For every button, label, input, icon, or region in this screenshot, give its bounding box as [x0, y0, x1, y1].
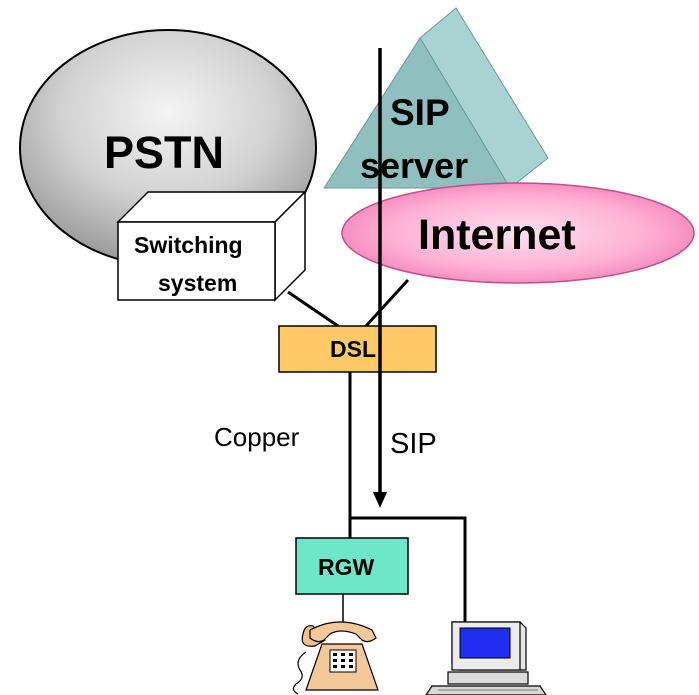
sip-label: SIP	[390, 428, 437, 460]
switching-to-dsl-line	[287, 290, 339, 328]
sip-server-label-line1: SIP	[390, 92, 450, 133]
internet-cloud	[341, 182, 695, 284]
copper-label: Copper	[214, 422, 300, 452]
switching-system-label-line1: Switching	[134, 232, 243, 258]
internet-label: Internet	[418, 211, 576, 259]
pstn-label: PSTN	[104, 127, 225, 178]
dsl-label: DSL	[330, 336, 376, 362]
telephone-icon	[292, 621, 379, 695]
dsl-box	[278, 325, 437, 373]
internet-to-dsl-line	[364, 278, 410, 328]
sip-server-pyramid	[323, 7, 549, 189]
connection-lines	[287, 278, 467, 628]
sip-server-label-line2: server	[360, 145, 469, 186]
computer-icon	[425, 621, 547, 695]
switching-system-label-line2: system	[158, 270, 238, 296]
switching-system-box	[116, 190, 307, 302]
lan-to-computer-line	[350, 516, 467, 628]
rgw-box	[295, 537, 409, 595]
rgw-label: RGW	[318, 554, 375, 580]
sip-arrow	[373, 48, 387, 508]
